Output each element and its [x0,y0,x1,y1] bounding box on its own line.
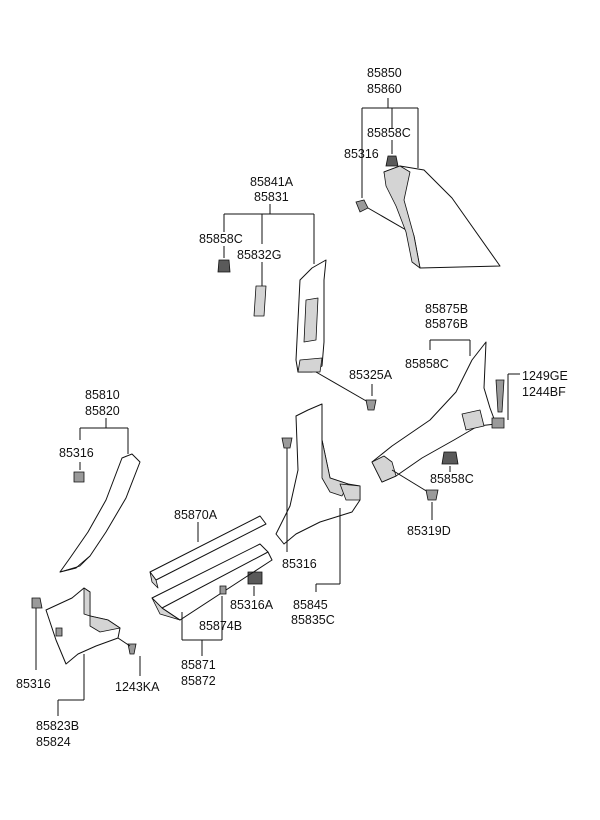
leader-line [315,371,369,403]
b-pillar-lower-trim [275,403,361,545]
rear-scuff-group: 85875B 85876B 85858C 1249GE 1244BF 85858… [371,302,568,538]
clip-icon [217,259,231,273]
kick-panel-group: 85316 1243KA 85823B 85824 [16,587,160,749]
label-85835C: 85835C [291,613,335,627]
label-85860: 85860 [367,82,402,96]
leader-lines [181,596,223,641]
label-85316A: 85316A [230,598,274,612]
pin-icon [73,471,85,483]
label-85870A: 85870A [174,508,218,522]
b-pillar-lower-tab [339,483,361,501]
rear-scuff-trim [371,341,497,483]
label-85874B: 85874B [199,619,242,633]
bolt-head-icon [491,417,505,429]
leader-lines [429,339,471,356]
clip-icon [441,451,459,465]
rear-scuff-boss [461,409,485,431]
a-pillar-group: 85810 85820 85316 [59,388,141,573]
leader-lines [315,508,341,592]
label-85316-b: 85316 [282,557,317,571]
label-85820: 85820 [85,404,120,418]
label-85872: 85872 [181,674,216,688]
front-scuff-group: 85870A 85874B 85871 85872 [149,508,273,688]
a-pillar-trim [59,453,141,573]
label-85876B: 85876B [425,317,468,331]
leader-lines [79,418,129,454]
leader-line [117,637,131,647]
label-85319D: 85319D [407,524,451,538]
bolt-icon [495,379,505,413]
label-85832G: 85832G [237,248,281,262]
label-85831: 85831 [254,190,289,204]
leader-lines [223,204,315,264]
leader-lines [361,98,419,198]
label-85858C-c: 85858C [405,357,449,371]
screw-85325A-group: 85325A [315,368,393,411]
label-85850: 85850 [367,66,402,80]
insert-icon [219,585,227,595]
pin-icon [31,597,43,609]
b-pillar-lower-inner [321,439,349,497]
pin-icon [355,199,369,213]
b-pillar-window [303,297,319,343]
leader-lines [35,608,85,716]
clip-icon [247,571,263,585]
rear-scuff-edge [371,455,397,483]
label-85824: 85824 [36,735,71,749]
label-85316: 85316 [344,147,379,161]
label-85858C: 85858C [367,126,411,140]
scuff-upper-end [149,571,159,589]
label-85325A: 85325A [349,368,393,382]
label-85316-a: 85316 [59,446,94,460]
rear-pillar-edge [383,165,421,269]
label-85316-c: 85316 [16,677,51,691]
pin-icon [425,489,439,501]
b-pillar-base [297,357,323,373]
kick-panel-tab [83,587,91,617]
label-85858C-d: 85858C [430,472,474,486]
label-85810: 85810 [85,388,120,402]
label-1243KA: 1243KA [115,680,160,694]
kick-panel-hole [55,627,63,637]
clip-icon [385,155,399,167]
kick-panel-recess [89,615,121,633]
label-1244BF: 1244BF [522,385,566,399]
label-85858C-b: 85858C [199,232,243,246]
a-pillar-edge [59,555,91,573]
leader-line [507,373,520,420]
leader-line [391,469,429,493]
label-85823B: 85823B [36,719,79,733]
label-85841A: 85841A [250,175,294,189]
screw-icon [365,399,377,411]
rear-pillar-group: 85850 85860 85858C 85316 [344,66,501,269]
b-pillar-upper-group: 85841A 85831 85858C 85832G [199,175,327,373]
label-85875B: 85875B [425,302,468,316]
pin-icon [281,437,293,449]
insert-plate [253,285,267,317]
b-pillar-lower-group: 85316 85845 85835C 85316A [230,403,361,627]
screw-icon [127,643,137,655]
label-85845: 85845 [293,598,328,612]
label-1249GE: 1249GE [522,369,568,383]
leader-line [223,246,263,286]
label-85871: 85871 [181,658,216,672]
